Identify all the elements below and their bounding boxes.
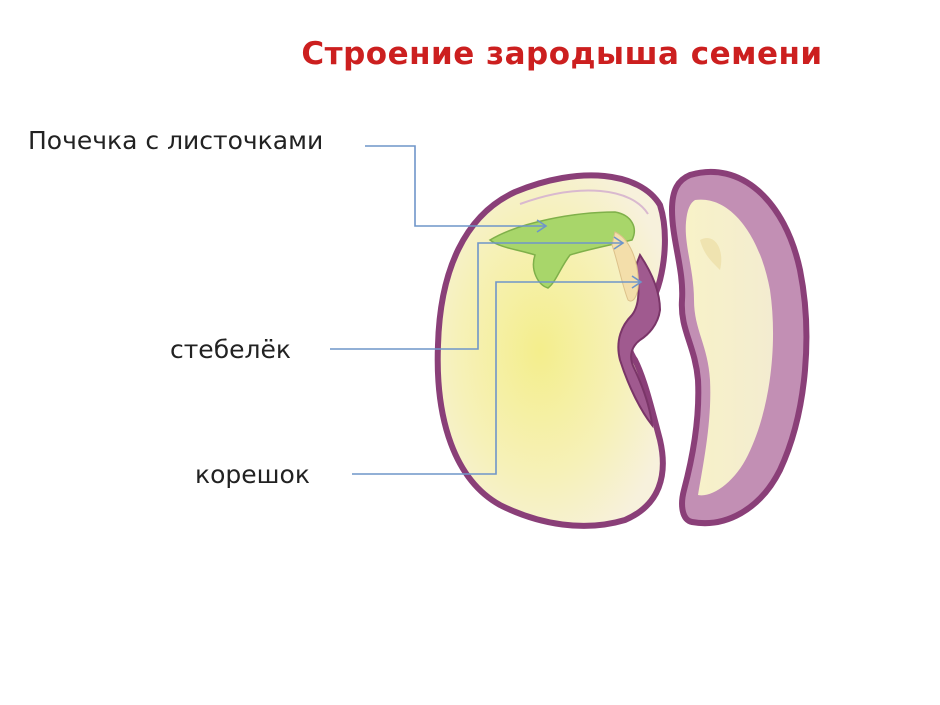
label-bud-with-leaves: Почечка с листочками <box>28 126 324 155</box>
embryo-stem <box>611 231 639 302</box>
left-cotyledon-inner-rim <box>519 189 649 215</box>
label-stem: стебелёк <box>170 335 291 364</box>
pointer-lines <box>330 145 640 475</box>
pointer-root <box>352 281 640 475</box>
embryo-leaf <box>488 211 636 289</box>
right-cotyledon-inner <box>685 199 774 496</box>
arrowhead-root <box>631 275 643 289</box>
pointer-arrowheads <box>536 219 643 289</box>
left-cotyledon <box>434 172 668 529</box>
radicle-notch <box>617 252 662 429</box>
label-root: корешок <box>195 460 310 489</box>
arrowhead-stem <box>613 236 625 250</box>
diagram-title: Строение зародыша семени <box>301 36 823 72</box>
pointer-bud <box>365 145 545 227</box>
arrowhead-bud <box>536 219 548 233</box>
right-cotyledon-highlight <box>700 238 722 270</box>
pointer-stem <box>330 242 622 350</box>
